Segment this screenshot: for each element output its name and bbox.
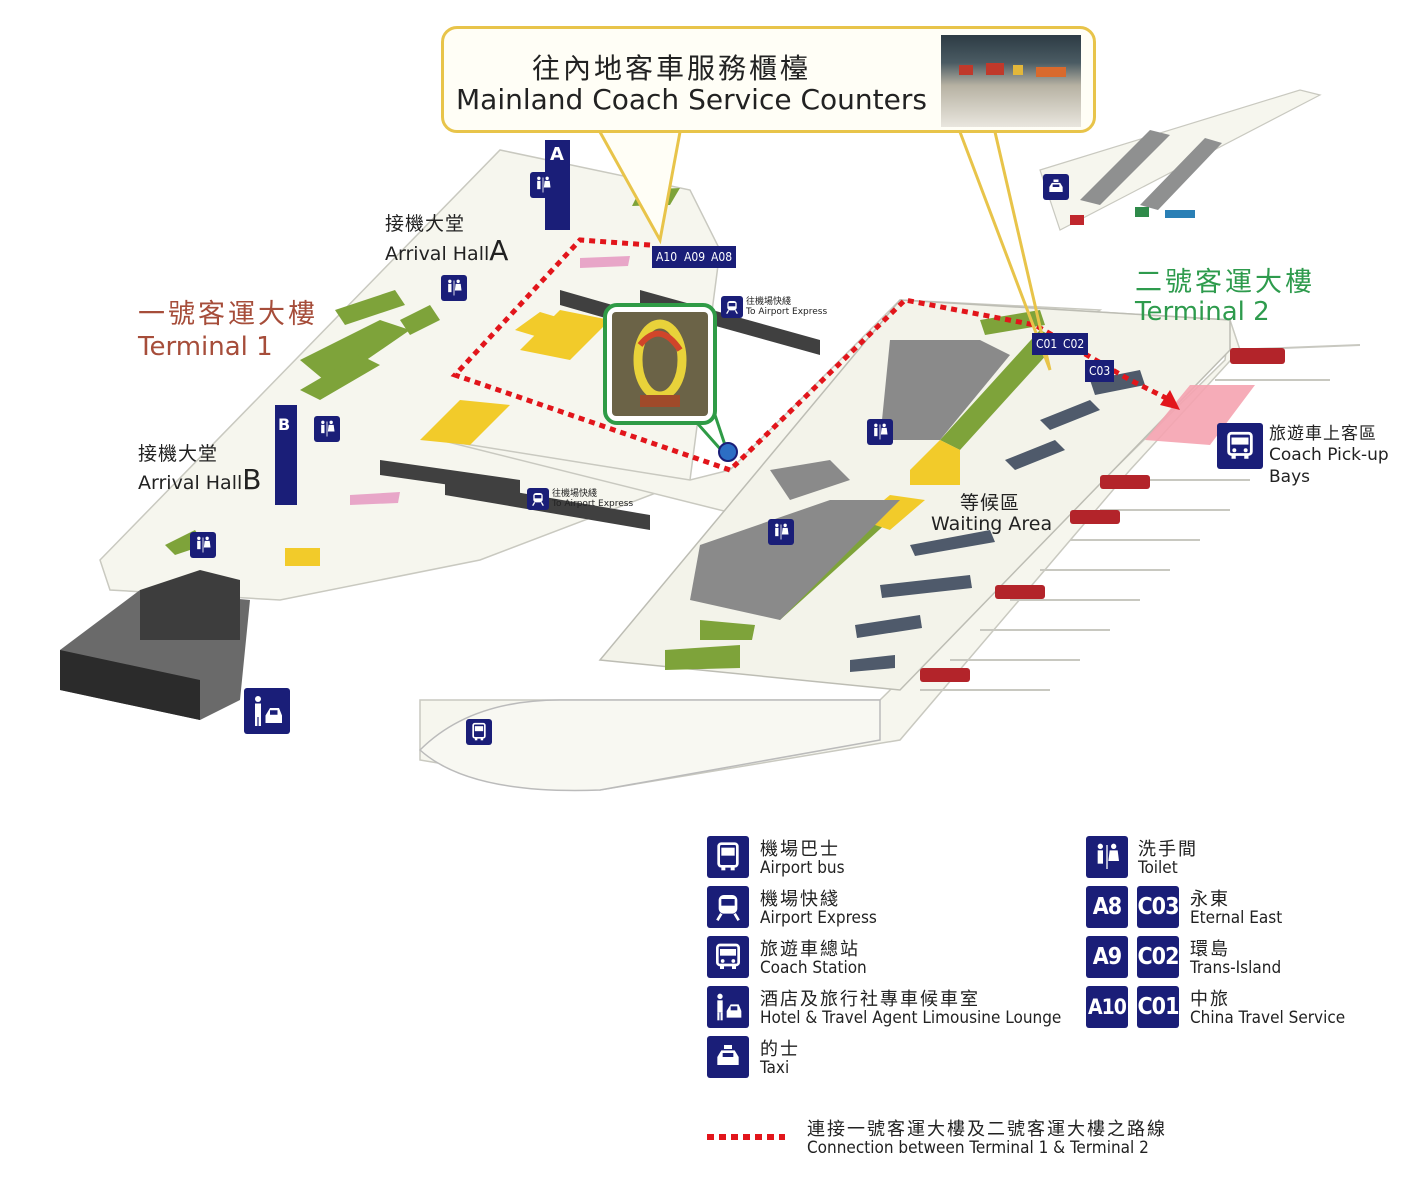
waiting-area-en: Waiting Area — [931, 513, 1053, 535]
legend-cts-en: China Travel Service — [1190, 1008, 1346, 1028]
arrival-hall-b-en: Arrival HallB — [138, 463, 262, 496]
counter-sign-c02: C02 — [1059, 333, 1089, 355]
t1-yellow-zones — [285, 310, 610, 566]
terminal2-label-zh: 二號客運大樓 — [1135, 267, 1315, 298]
operator-code-c02: C02 — [1137, 936, 1179, 978]
legend-taxi-zh: 的士 — [760, 1039, 800, 1060]
airport-express-sign-zh: 往機場快綫 — [552, 489, 598, 499]
toilet-icon — [314, 416, 340, 442]
sculpture-location-marker — [718, 442, 738, 462]
airport-express-icon — [707, 886, 749, 928]
legend-airport-bus-en: Airport bus — [760, 858, 845, 878]
operator-code-c03: C03 — [1137, 886, 1179, 928]
legend-cts-zh: 中旅 — [1190, 989, 1230, 1010]
limousine-lounge-icon — [707, 986, 749, 1028]
legend-trans-island-zh: 環島 — [1190, 939, 1230, 960]
terminal-map: A B — [60, 26, 1389, 792]
train-icon — [721, 296, 743, 318]
t1-pink-zones — [350, 256, 630, 505]
airport-bus-icon — [466, 719, 492, 745]
airport-express-sign-en: To Airport Express — [552, 499, 634, 509]
t2-seating — [850, 370, 1145, 672]
counter-sign-a10: A10 — [652, 246, 682, 268]
airport-express-sign-zh: 往機場快綫 — [746, 297, 792, 307]
legend-limousine-zh: 酒店及旅行社專車候車室 — [760, 989, 980, 1010]
pillar-b — [275, 405, 297, 505]
legend-limousine-en: Hotel & Travel Agent Limousine Lounge — [760, 1008, 1062, 1028]
coach-pickup-icon — [1217, 423, 1263, 469]
coach-pickup-bays — [1145, 385, 1255, 445]
coaches — [920, 348, 1285, 682]
counter-sign-c01: C01 — [1032, 333, 1062, 355]
toilet-icon — [768, 519, 794, 545]
toilet-icon — [441, 275, 467, 301]
toilet-icon — [867, 419, 893, 445]
legend-airport-express-zh: 機場快綫 — [760, 889, 840, 910]
route-arrow — [1160, 390, 1180, 410]
limousine-lounge-icon — [244, 688, 290, 734]
legend-airport-express-en: Airport Express — [760, 908, 877, 928]
airport-express-sign-en: To Airport Express — [746, 307, 828, 317]
counters-photo — [941, 35, 1081, 127]
coach-pickup-en-2: Bays — [1269, 467, 1310, 487]
terminal2-label-en: Terminal 2 — [1135, 297, 1270, 327]
t2-gray-zones — [690, 340, 1010, 620]
legend-coach-station-zh: 旅遊車總站 — [760, 939, 860, 960]
legend-route-en: Connection between Terminal 1 & Terminal… — [807, 1138, 1149, 1158]
coach-pickup-en-1: Coach Pick-up — [1269, 445, 1389, 465]
callout-pointer — [598, 131, 682, 245]
operator-code-a9: A9 — [1086, 936, 1128, 978]
legend-eternal-east-en: Eternal East — [1190, 908, 1283, 928]
arrival-hall-a-zh: 接機大堂 — [385, 213, 466, 235]
arrival-hall-a-en: Arrival HallA — [385, 234, 509, 267]
legend-eternal-east-zh: 永東 — [1190, 889, 1230, 910]
legend-airport-bus-zh: 機場巴士 — [760, 839, 840, 860]
callout-title-zh: 往內地客車服務櫃檯 — [532, 52, 812, 85]
terminal1-label-zh: 一號客運大樓 — [138, 299, 318, 330]
terminal1-label-en: Terminal 1 — [138, 332, 273, 362]
callout-pointer-right — [958, 131, 1052, 371]
taxi-icon — [707, 1036, 749, 1078]
counter-sign-c03: C03 — [1085, 360, 1115, 382]
counter-sign-a08: A08 — [707, 246, 737, 268]
svg-text:A: A — [550, 144, 564, 165]
route-legend-swatch — [707, 1134, 785, 1140]
train-icon — [527, 488, 549, 510]
legend-route-zh: 連接一號客運大樓及二號客運大樓之路線 — [807, 1119, 1167, 1140]
operator-code-a8: A8 — [1086, 886, 1128, 928]
operator-code-c01: C01 — [1137, 986, 1179, 1028]
legend-coach-station-en: Coach Station — [760, 958, 867, 978]
arrival-hall-b-zh: 接機大堂 — [138, 443, 219, 465]
coach-station-icon — [707, 936, 749, 978]
legend-taxi-en: Taxi — [760, 1058, 790, 1078]
toilet-icon — [190, 532, 216, 558]
svg-text:B: B — [278, 415, 290, 434]
legend-toilet-zh: 洗手間 — [1138, 839, 1198, 860]
coach-counters-callout: 往內地客車服務櫃檯 Mainland Coach Service Counter… — [441, 26, 1096, 133]
operator-code-a10: A10 — [1086, 986, 1128, 1028]
legend-trans-island-en: Trans-Island — [1190, 958, 1282, 978]
waiting-area-zh: 等候區 — [960, 492, 1021, 514]
road-curve — [418, 699, 881, 792]
airport-bus-icon — [707, 836, 749, 878]
taxi-icon — [1043, 174, 1069, 200]
coach-pickup-zh: 旅遊車上客區 — [1269, 424, 1377, 444]
toilet-icon — [1086, 836, 1128, 878]
callout-title-en: Mainland Coach Service Counters — [456, 83, 927, 116]
bus-shelter-1 — [1080, 130, 1170, 205]
bus-shelter-2 — [1140, 138, 1222, 210]
counter-sign-a09: A09 — [680, 246, 710, 268]
legend-toilet-en: Toilet — [1138, 858, 1178, 878]
toilet-icon — [530, 172, 556, 198]
